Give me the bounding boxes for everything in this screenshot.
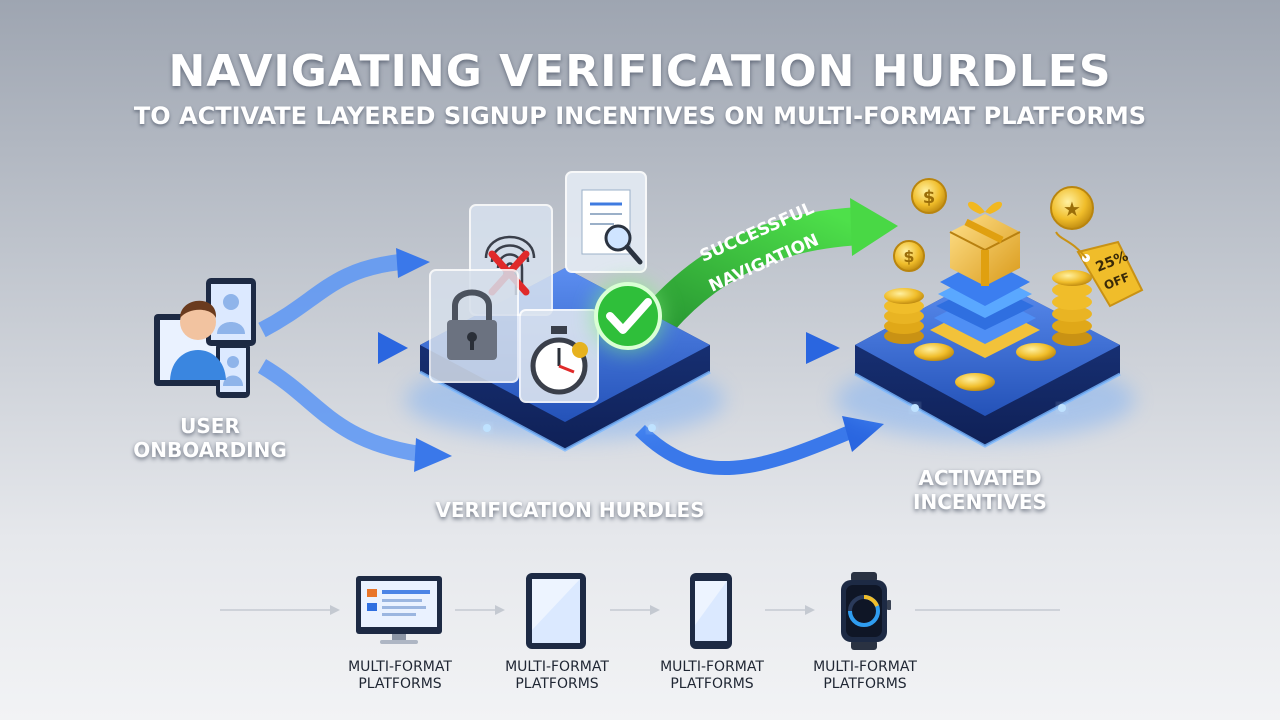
coin-floor-1 [914,343,954,361]
svg-text:$: $ [923,187,936,208]
lock-card [429,269,519,383]
svg-text:★: ★ [1063,197,1081,221]
arrow-to-hurdles-bottom [257,359,422,462]
dollar-coin-icon-small [893,240,925,272]
onboarding-label-line2: ONBOARDING [133,438,287,462]
star-coin-icon [1050,186,1094,230]
page-title: NAVIGATING VERIFICATION HURDLES [168,46,1112,97]
coin-floor-3 [1016,343,1056,361]
stopwatch-card [519,309,599,403]
coin-stack-right [1052,270,1092,346]
onboarding-label-line1: USER [180,414,240,438]
magnifier-icon [604,224,643,265]
incentive-arrows [635,332,884,476]
incentives-label-line2: INCENTIVES [913,490,1047,514]
arrow-head-bottom [414,438,452,472]
smartphone-icon [690,573,732,649]
svg-text:$: $ [903,247,914,266]
discount-tag-icon: 25% OFF [1055,231,1144,308]
incentives-label: ACTIVATED INCENTIVES [880,466,1080,514]
phone-icon [216,342,250,398]
platform-label-line1: MULTI-FORMAT [348,659,452,675]
coin-stack-left [884,288,924,344]
platform-label-line2: PLATFORMS [670,676,754,692]
document-card [565,171,647,273]
gift-box-icon [949,201,1021,286]
arrow-to-hurdles-top [258,254,401,338]
coin-floor-2 [955,373,995,391]
user-onboarding-devices [154,278,256,398]
platform-label-phone: MULTI-FORMAT PLATFORMS [642,659,782,693]
tablet-back-icon [206,278,256,346]
coin-stacks: $ $ ★ [884,178,1094,391]
platform-label-line1: MULTI-FORMAT [660,659,764,675]
success-check-icon [592,280,664,352]
arrow-head-middle [378,332,408,364]
incentives-label-line1: ACTIVATED [918,466,1042,490]
tablet-icon [526,573,586,649]
platform-label-watch: MULTI-FORMAT PLATFORMS [795,659,935,693]
onboarding-arrows [257,248,452,472]
page-subtitle: TO ACTIVATE LAYERED SIGNUP INCENTIVES ON… [133,102,1147,130]
platform-label-line2: PLATFORMS [823,676,907,692]
success-arrow: SUCCESSFUL NAVIGATION [645,198,898,331]
platform-label-tablet: MULTI-FORMAT PLATFORMS [487,659,627,693]
platform-label-line2: PLATFORMS [515,676,599,692]
desktop-monitor-icon [356,576,442,644]
stopwatch-icon [530,326,588,395]
platform-label-line1: MULTI-FORMAT [505,659,609,675]
arrow-head-top [396,248,430,278]
platform-label-line1: MULTI-FORMAT [813,659,917,675]
padlock-icon [447,289,497,360]
onboarding-label: USER ONBOARDING [110,414,310,462]
dollar-coin-icon [911,178,947,214]
hurdles-label: VERIFICATION HURDLES [435,498,705,522]
arrow-to-incentives-bottom [635,425,853,476]
smartwatch-icon [841,572,891,650]
platform-label-line2: PLATFORMS [358,676,442,692]
user-avatar-icon [170,300,226,380]
arrow-head-right-middle [806,332,840,364]
platform-label-desktop: MULTI-FORMAT PLATFORMS [330,659,470,693]
platform-connectors [220,605,1060,615]
